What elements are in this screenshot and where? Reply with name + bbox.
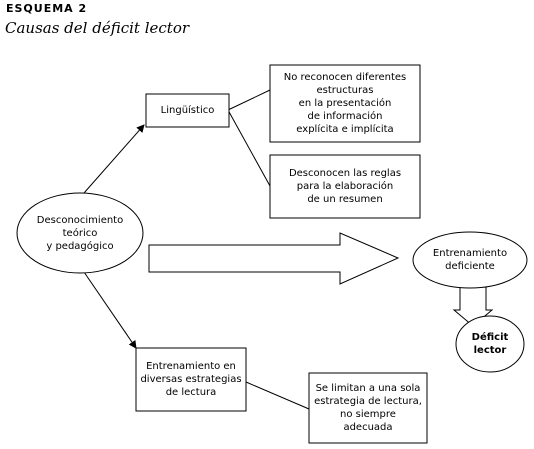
- structures-label: No reconocen diferentes estructuras en l…: [283, 72, 407, 135]
- reading-deficit-label: Déficit lector: [471, 332, 509, 356]
- training-strategies-label: Entrenamiento en diversas estrategias de…: [140, 361, 242, 398]
- root-ellipse: [16, 192, 144, 274]
- scheme-number-label: ESQUEMA 2: [6, 2, 88, 15]
- single-strategy-label: Se limitan a una sola estrategia de lect…: [314, 383, 422, 433]
- rules-label: Desconocen las reglas para la elaboració…: [288, 168, 402, 205]
- hollow-arrow-right: [148, 232, 400, 285]
- connector-linguistic-to-rules: [227, 109, 271, 187]
- scheme-title: Causas del déficit lector: [5, 19, 190, 37]
- connector-linguistic-to-structures: [227, 89, 271, 111]
- structures-box: [269, 64, 421, 143]
- arrow-root-to-linguistic: [83, 124, 145, 194]
- deficient-training-ellipse: [412, 231, 528, 289]
- linguistic-label: Lingüístico: [160, 105, 215, 116]
- rules-box: [269, 154, 421, 219]
- training-strategies-box: [135, 347, 247, 412]
- reading-deficit-ellipse: [455, 315, 525, 373]
- connector-training-to-single-strategy: [245, 381, 310, 410]
- deficient-training-label: Entrenamiento deficiente: [432, 248, 508, 272]
- linguistic-box: [145, 93, 230, 128]
- arrow-root-to-training-strategies: [83, 271, 137, 349]
- root-label: Desconocimiento teórico y pedagógico: [36, 214, 124, 252]
- single-strategy-box: [308, 372, 428, 444]
